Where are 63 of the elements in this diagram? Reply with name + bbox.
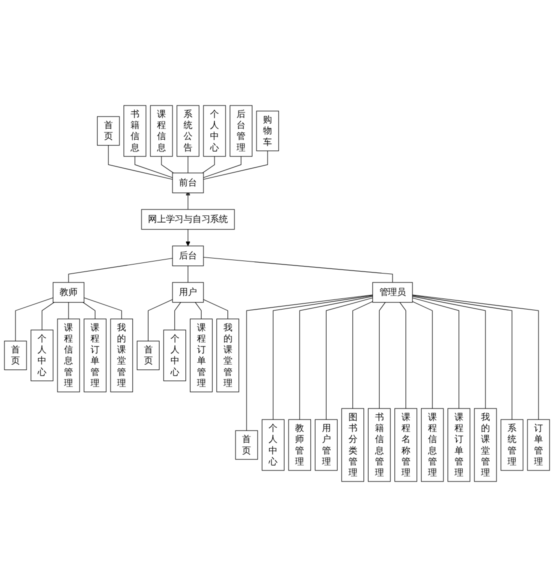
node-box: 书籍信息管理 [368, 408, 391, 482]
connector [174, 302, 182, 330]
node-box: 管理员 [372, 282, 413, 303]
connector [68, 302, 69, 320]
node-box: 书籍信息 [124, 105, 146, 157]
connector [203, 257, 393, 283]
connector [326, 298, 373, 420]
connector [42, 302, 54, 330]
connector [400, 302, 406, 409]
node-box: 购物车 [256, 110, 279, 152]
node-box: 课程信息管理 [421, 408, 444, 482]
node-box: 课程订单管理 [190, 318, 213, 392]
node-box: 系统管理 [500, 419, 524, 471]
connector [412, 301, 433, 409]
connector [161, 156, 174, 174]
connector [203, 156, 242, 178]
connector [412, 294, 539, 420]
connector [379, 302, 386, 409]
connector [68, 258, 173, 283]
node-box: 后台 [172, 246, 204, 266]
node-box: 个人中心 [203, 105, 226, 157]
node-box: 后台管理 [230, 105, 252, 157]
node-box: 系统公告 [176, 105, 200, 157]
node-box: 教师管理 [288, 419, 311, 471]
node-box: 我的课堂管理 [216, 318, 240, 392]
node-box: 课程订单管理 [84, 318, 106, 392]
node-box: 课程订单管理 [448, 408, 470, 482]
node-box: 订单管理 [527, 419, 550, 471]
node-box: 图书分类管理 [341, 408, 364, 482]
connector [412, 298, 460, 409]
connector [194, 302, 202, 320]
connector [202, 156, 215, 174]
node-box: 网上学习与自习系统 [141, 209, 235, 230]
node-box: 个人中心 [163, 330, 186, 382]
connector [203, 150, 268, 180]
node-box: 首页 [235, 430, 258, 460]
node-box: 首页 [136, 340, 160, 370]
connector [134, 156, 173, 178]
connector [272, 295, 373, 420]
node-box: 课程信息 [150, 105, 173, 157]
node-box: 个人中心 [30, 330, 54, 382]
connector [412, 296, 486, 409]
node-box: 我的课堂管理 [110, 318, 133, 392]
connector [108, 145, 173, 180]
connector [412, 295, 512, 420]
node-box: 课程名称管理 [394, 408, 418, 482]
node-box: 个人中心 [262, 419, 284, 471]
node-box: 我的课堂管理 [474, 408, 497, 482]
connector [299, 296, 373, 420]
connector [82, 302, 96, 320]
node-box: 首页 [97, 116, 120, 146]
node-box: 用户 [172, 282, 204, 303]
connector [203, 299, 228, 320]
arrow [186, 190, 190, 210]
arrow [186, 229, 190, 246]
connector [84, 297, 122, 320]
connector [246, 294, 373, 431]
node-box: 用户管理 [314, 419, 338, 471]
node-box: 前台 [172, 172, 204, 194]
node-box: 教师 [52, 282, 84, 303]
node-box: 首页 [4, 340, 27, 370]
connector [352, 301, 373, 409]
node-box: 课程信息管理 [57, 318, 80, 392]
